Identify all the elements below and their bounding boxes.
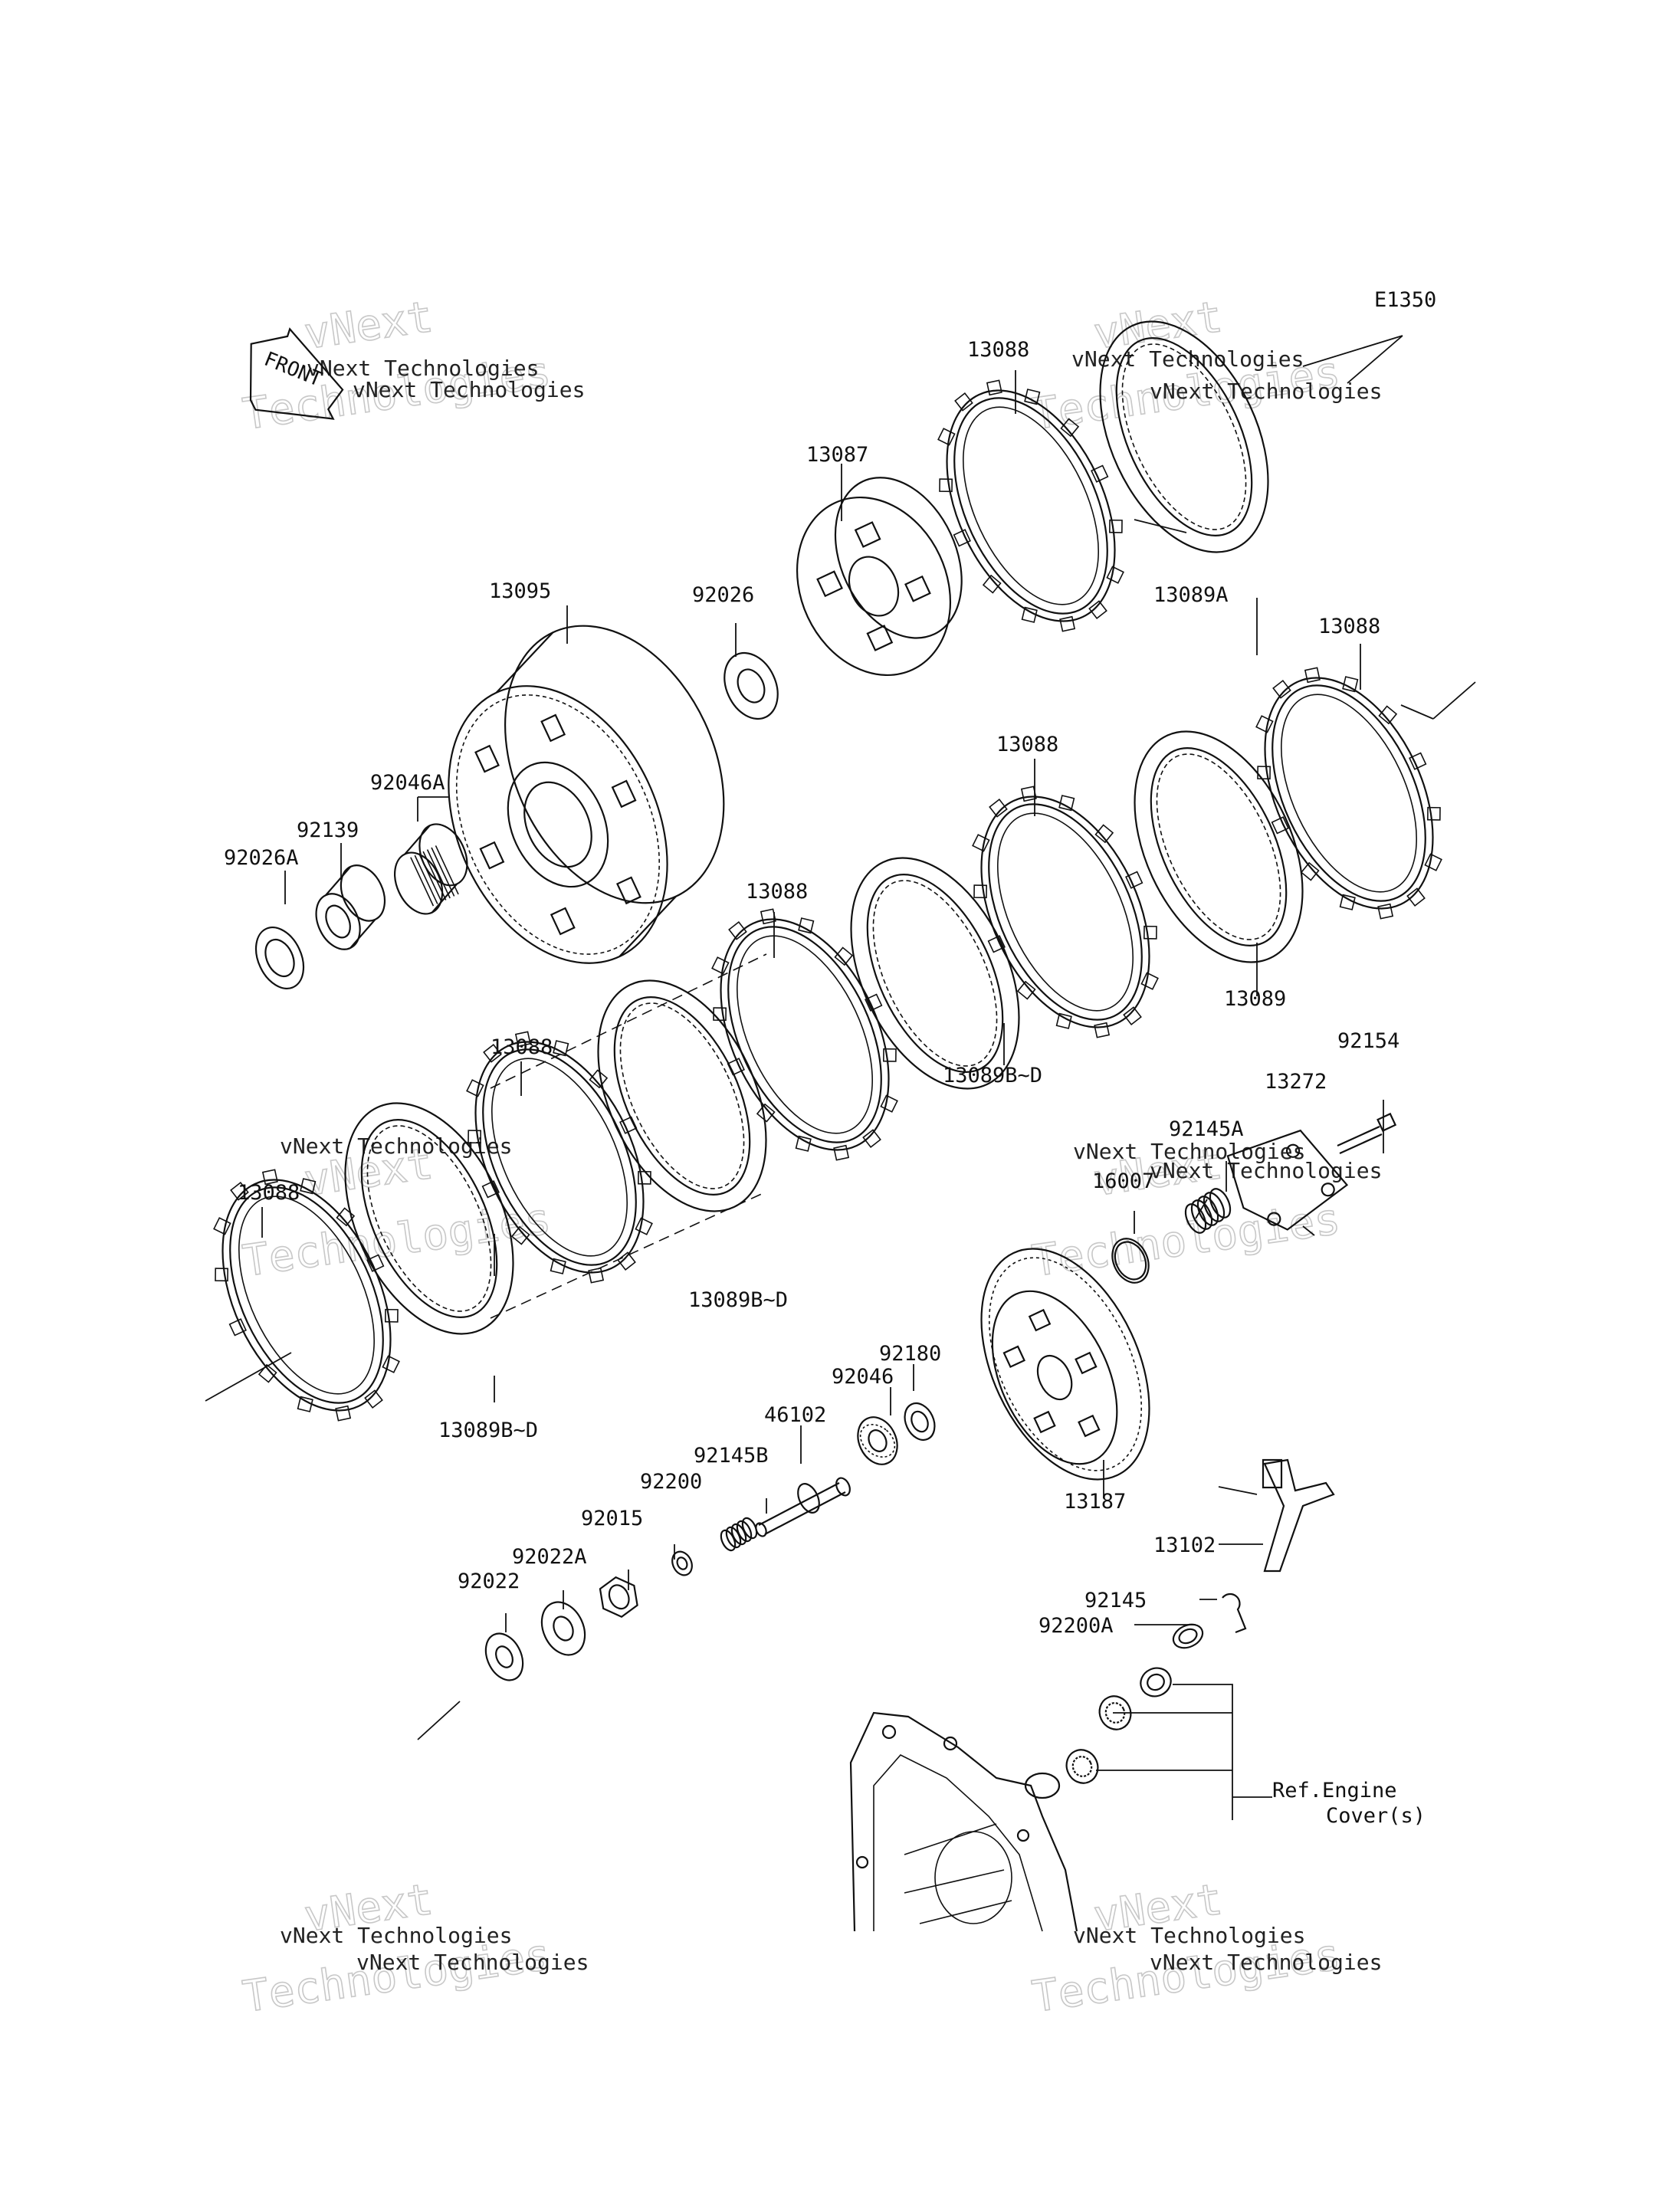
washer-92026A [254, 927, 305, 989]
clutch-boss-13087 [796, 477, 963, 677]
svg-text:vNext Technologies: vNext Technologies [356, 1950, 589, 1975]
label-92145B: 92145B [694, 1444, 769, 1468]
spring-92145A [1184, 1188, 1232, 1234]
friction-plate-13088-mid [972, 786, 1159, 1038]
label-92139: 92139 [297, 818, 359, 842]
label-13088-right: 13088 [1318, 615, 1380, 638]
push-rod-46102 [755, 1477, 851, 1537]
svg-text:vNext Technologies: vNext Technologies [1073, 1923, 1305, 1948]
label-92180: 92180 [879, 1342, 941, 1366]
label-92046A: 92046A [370, 771, 445, 795]
steel-plate-13089BD-left [344, 1102, 514, 1335]
svg-text:vNext Technologies: vNext Technologies [1071, 346, 1304, 372]
engine-cover-ref [849, 1711, 1078, 1932]
label-92015: 92015 [581, 1507, 643, 1530]
part-labels: 13088 13089A 13087 13095 92026 92046A 92… [224, 338, 1426, 1828]
label-16007: 16007 [1092, 1169, 1154, 1193]
label-92026: 92026 [692, 583, 754, 607]
parts-group [213, 320, 1442, 1932]
diagram-code: E1350 [1374, 288, 1436, 312]
label-13089: 13089 [1224, 987, 1286, 1011]
svg-text:vNext Technologies: vNext Technologies [353, 377, 585, 402]
svg-text:vNext Technologies: vNext Technologies [280, 1923, 512, 1948]
steel-plate-13089BD-center [850, 857, 1020, 1090]
svg-text:vNext Technologies: vNext Technologies [1150, 379, 1382, 404]
bolt-92154 [1337, 1112, 1397, 1155]
watermark-bottom-left: vNext Technologies vNext Technologies vN… [239, 1874, 589, 2022]
label-92026A: 92026A [224, 846, 299, 870]
label-13272: 13272 [1265, 1070, 1327, 1094]
label-92022: 92022 [458, 1570, 520, 1593]
label-92154: 92154 [1337, 1029, 1399, 1053]
friction-plate-13088-center [711, 908, 898, 1161]
label-13088-center: 13088 [746, 880, 808, 904]
label-92145: 92145 [1084, 1589, 1147, 1612]
spring-92145 [1222, 1593, 1247, 1634]
friction-plate-13088-right [1255, 667, 1442, 920]
svg-text:vNext: vNext [301, 292, 436, 359]
watermark-mid-right: vNext Technologies vNext Technologies vN… [1029, 1138, 1382, 1287]
friction-plate-13088-top [937, 379, 1124, 632]
diagram-code-arrow [1302, 335, 1403, 384]
washer-92200 [671, 1550, 693, 1576]
needle-bearing-ref-1 [1098, 1695, 1132, 1730]
friction-plate-13088-left [466, 1031, 653, 1284]
steel-plate-13089A [1099, 320, 1269, 553]
circlip-16007 [1111, 1238, 1150, 1284]
svg-text:vNext Technologies: vNext Technologies [1150, 1950, 1382, 1975]
plate-set-bracket [490, 953, 767, 1319]
svg-text:vNext Technologies: vNext Technologies [280, 1133, 512, 1159]
clutch-housing-13095 [448, 625, 725, 964]
label-13088-far-left: 13088 [238, 1181, 300, 1205]
label-13187: 13187 [1064, 1490, 1126, 1514]
needle-bearing-ref-2 [1065, 1749, 1099, 1784]
label-13095: 13095 [489, 579, 551, 603]
label-92046: 92046 [832, 1365, 894, 1389]
svg-text:vNext Technologies: vNext Technologies [1150, 1158, 1382, 1183]
needle-bearing-92046A [394, 823, 468, 915]
label-13088-mid: 13088 [996, 733, 1058, 756]
label-13089BD-center: 13089B~D [943, 1064, 1042, 1087]
spring-92145B [720, 1517, 758, 1552]
label-92145A: 92145A [1169, 1117, 1244, 1141]
label-92200A: 92200A [1039, 1614, 1114, 1638]
watermark-bottom-right: vNext Technologies vNext Technologies vN… [1029, 1874, 1382, 2022]
pressure-plate-13187 [980, 1248, 1150, 1481]
washer-92026 [724, 651, 779, 720]
washer-92180 [904, 1402, 936, 1442]
sleeve-92139 [315, 864, 386, 950]
release-lever-13102 [1262, 1458, 1335, 1573]
ref-note-line1: Ref.Engine [1272, 1779, 1397, 1802]
leader-lines [205, 370, 1476, 1820]
label-13089A: 13089A [1153, 583, 1229, 607]
seal-ref [1140, 1667, 1172, 1697]
watermark-mid-left: vNext Technologies vNext Technologies [239, 1133, 554, 1287]
label-92200: 92200 [640, 1470, 702, 1494]
bearing-92046 [857, 1416, 898, 1465]
washer-92200A [1172, 1623, 1204, 1649]
svg-text:vNext Technologies: vNext Technologies [307, 356, 539, 381]
label-13089BD-mid: 13089B~D [688, 1288, 788, 1312]
label-13088-top: 13088 [967, 338, 1029, 362]
lifter-plate-13272 [1226, 1129, 1349, 1231]
label-13088-left: 13088 [491, 1035, 553, 1059]
steel-plate-13089 [1134, 730, 1304, 963]
label-13087: 13087 [806, 443, 868, 467]
washer-92022 [484, 1632, 524, 1681]
label-92022A: 92022A [512, 1545, 587, 1569]
friction-plate-13088-far-left [213, 1169, 400, 1422]
label-46102: 46102 [764, 1403, 826, 1427]
nut-92015 [599, 1576, 638, 1619]
washer-92022A [540, 1601, 586, 1656]
label-13102: 13102 [1153, 1533, 1216, 1557]
ref-note-line2: Cover(s) [1326, 1804, 1426, 1828]
label-13089BD-left: 13089B~D [438, 1419, 538, 1442]
watermark-top-right: vNext Technologies vNext Technologies vN… [1029, 291, 1382, 440]
steel-plate-13089BD-mid [597, 979, 767, 1212]
